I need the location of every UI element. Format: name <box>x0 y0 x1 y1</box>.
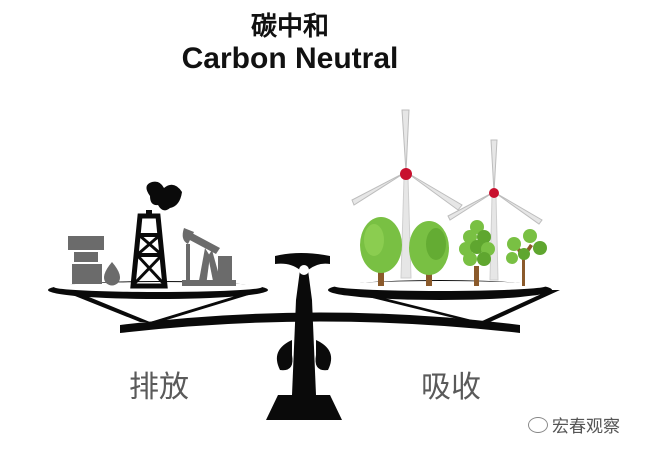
oil-drop-icon <box>104 262 120 286</box>
absorption-icons <box>351 109 547 286</box>
sapling-icon <box>506 229 547 286</box>
emission-label: 排放 <box>129 370 189 405</box>
oil-derrick-icon <box>130 181 182 289</box>
scale-base <box>266 395 342 420</box>
emission-icons <box>68 181 236 289</box>
turbine-hub <box>400 168 412 180</box>
pumpjack-icon <box>182 228 236 286</box>
absorption-label: 吸收 <box>421 370 481 405</box>
center-post <box>292 300 316 395</box>
title-chinese: 碳中和 <box>250 12 329 42</box>
tree-icon <box>409 221 449 286</box>
tree-icon <box>360 217 402 286</box>
watermark: 宏春观察 <box>528 412 620 437</box>
factory-icon <box>68 236 104 284</box>
wind-turbine-icon <box>351 109 463 279</box>
wind-turbine-small-icon <box>447 139 543 281</box>
pine-tree-icon <box>459 220 495 286</box>
title-english: Carbon Neutral <box>181 42 399 75</box>
watermark-text: 宏春观察 <box>552 417 620 437</box>
pivot-head <box>275 253 330 300</box>
wechat-icon <box>528 416 548 433</box>
balance-scale <box>48 253 560 420</box>
